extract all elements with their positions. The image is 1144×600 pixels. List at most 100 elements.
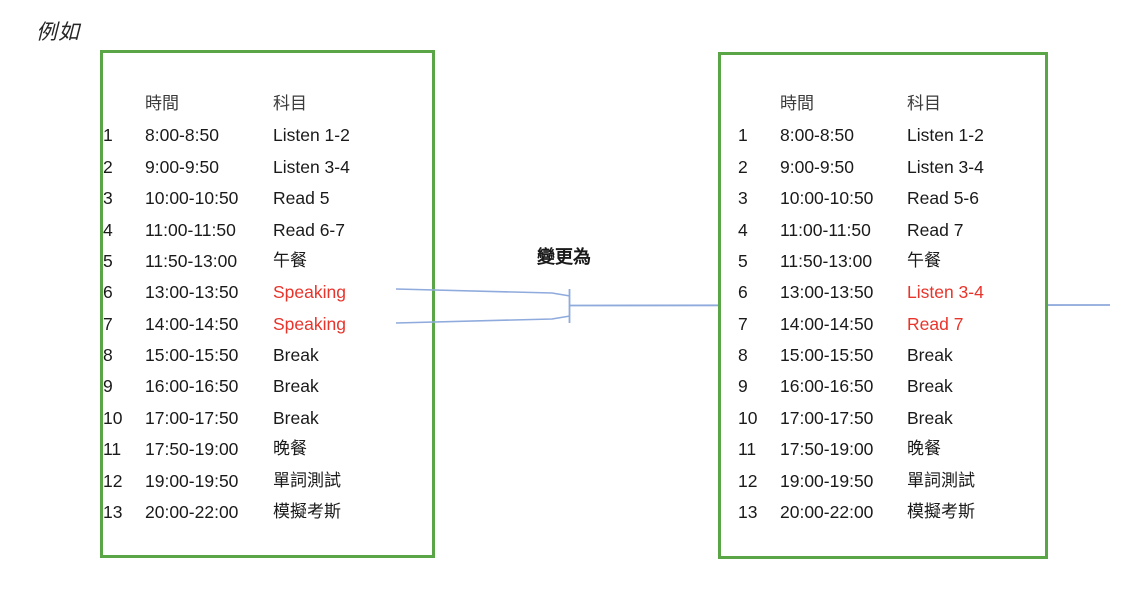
row-index: 12 bbox=[738, 470, 758, 491]
row-index: 5 bbox=[103, 250, 113, 271]
row-time: 11:00-11:50 bbox=[780, 219, 871, 240]
row-subject: 午餐 bbox=[273, 251, 307, 272]
row-time: 17:00-17:50 bbox=[780, 407, 874, 428]
row-time: 14:00-14:50 bbox=[780, 313, 874, 334]
original-schedule-body: 時間 科目 1 8:00-8:50 Listen 1-2 2 9:00-9:50 Listen… bbox=[103, 89, 432, 528]
row-index: 11 bbox=[103, 439, 122, 460]
table-row: 8 15:00-15:50 Break bbox=[103, 340, 432, 371]
row-subject: Break bbox=[273, 376, 319, 397]
row-time: 10:00-10:50 bbox=[780, 188, 874, 209]
table-header-row: 時間 科目 bbox=[103, 89, 432, 120]
row-index: 1 bbox=[103, 125, 113, 146]
table-row: 2 9:00-9:50 Listen 3-4 bbox=[721, 152, 1045, 183]
row-time: 9:00-9:50 bbox=[780, 156, 854, 177]
header-time: 時間 bbox=[145, 94, 179, 115]
table-row: 5 11:50-13:00 午餐 bbox=[721, 246, 1045, 277]
row-time: 10:00-10:50 bbox=[145, 188, 239, 209]
row-index: 3 bbox=[103, 188, 113, 209]
row-subject: Listen 3-4 bbox=[907, 156, 984, 177]
row-time: 20:00-22:00 bbox=[145, 502, 239, 523]
row-index: 6 bbox=[738, 282, 748, 303]
row-index: 11 bbox=[738, 439, 757, 460]
row-time: 14:00-14:50 bbox=[145, 313, 239, 334]
row-index: 8 bbox=[738, 345, 748, 366]
header-subject: 科目 bbox=[273, 94, 307, 115]
row-index: 10 bbox=[738, 407, 758, 428]
row-subject: 午餐 bbox=[907, 251, 941, 272]
table-row: 1 8:00-8:50 Listen 1-2 bbox=[103, 120, 432, 151]
table-row: 3 10:00-10:50 Read 5 bbox=[103, 183, 432, 214]
row-time: 17:50-19:00 bbox=[145, 439, 239, 460]
table-row: 11 17:50-19:00 晚餐 bbox=[103, 434, 432, 465]
header-index bbox=[721, 89, 780, 120]
row-index: 7 bbox=[103, 313, 113, 334]
row-time: 19:00-19:50 bbox=[145, 470, 239, 491]
row-index: 9 bbox=[103, 376, 113, 397]
row-subject: Read 6-7 bbox=[273, 219, 345, 240]
row-subject: Listen 3-4 bbox=[273, 156, 350, 177]
row-time: 8:00-8:50 bbox=[145, 125, 219, 146]
row-time: 13:00-13:50 bbox=[145, 282, 239, 303]
table-row: 9 16:00-16:50 Break bbox=[721, 372, 1045, 403]
row-subject: Listen 1-2 bbox=[907, 125, 984, 146]
table-row: 10 17:00-17:50 Break bbox=[721, 403, 1045, 434]
row-time: 20:00-22:00 bbox=[780, 502, 874, 523]
table-row: 7 14:00-14:50 Speaking bbox=[103, 309, 432, 340]
row-time: 17:00-17:50 bbox=[145, 407, 239, 428]
row-subject-highlighted: Speaking bbox=[273, 313, 346, 334]
row-subject: Break bbox=[907, 407, 953, 428]
row-subject: Read 7 bbox=[907, 219, 964, 240]
table-header-row: 時間科目 bbox=[721, 89, 1045, 120]
row-index: 4 bbox=[103, 219, 113, 240]
row-subject: 晚餐 bbox=[907, 439, 941, 460]
row-subject: 模擬考斯 bbox=[273, 502, 341, 523]
row-index: 9 bbox=[738, 376, 748, 397]
row-subject: Listen 1-2 bbox=[273, 125, 350, 146]
row-index: 5 bbox=[738, 250, 748, 271]
row-subject: 晚餐 bbox=[273, 439, 307, 460]
table-row: 11 17:50-19:00 晚餐 bbox=[721, 434, 1045, 465]
row-index: 2 bbox=[738, 156, 748, 177]
row-subject-highlighted: Read 7 bbox=[907, 313, 964, 334]
row-time: 17:50-19:00 bbox=[780, 439, 874, 460]
original-schedule-table: 時間 科目 1 8:00-8:50 Listen 1-2 2 9:00-9:50 Listen… bbox=[103, 89, 432, 528]
change-to-label: 變更為 bbox=[537, 247, 591, 268]
row-time: 11:50-13:00 bbox=[780, 250, 873, 271]
row-index: 7 bbox=[738, 313, 748, 334]
table-row: 2 9:00-9:50 Listen 3-4 bbox=[103, 152, 432, 183]
original-schedule-box: 時間 科目 1 8:00-8:50 Listen 1-2 2 9:00-9:50 Listen… bbox=[100, 50, 435, 558]
row-index: 2 bbox=[103, 156, 113, 177]
row-time: 8:00-8:50 bbox=[780, 125, 854, 146]
row-index: 6 bbox=[103, 282, 113, 303]
row-subject: Break bbox=[273, 407, 319, 428]
row-subject: 模擬考斯 bbox=[907, 502, 975, 523]
row-time: 15:00-15:50 bbox=[145, 345, 239, 366]
row-subject: Break bbox=[273, 345, 319, 366]
row-index: 10 bbox=[103, 407, 123, 428]
row-subject: Break bbox=[907, 376, 953, 397]
row-time: 16:00-16:50 bbox=[780, 376, 874, 397]
table-row: 10 17:00-17:50 Break bbox=[103, 403, 432, 434]
row-time: 19:00-19:50 bbox=[780, 470, 874, 491]
row-subject: 單詞測試 bbox=[273, 470, 341, 491]
row-time: 13:00-13:50 bbox=[780, 282, 874, 303]
row-index: 3 bbox=[738, 188, 748, 209]
row-index: 8 bbox=[103, 345, 113, 366]
row-time: 9:00-9:50 bbox=[145, 156, 219, 177]
row-subject: Read 5 bbox=[273, 188, 330, 209]
